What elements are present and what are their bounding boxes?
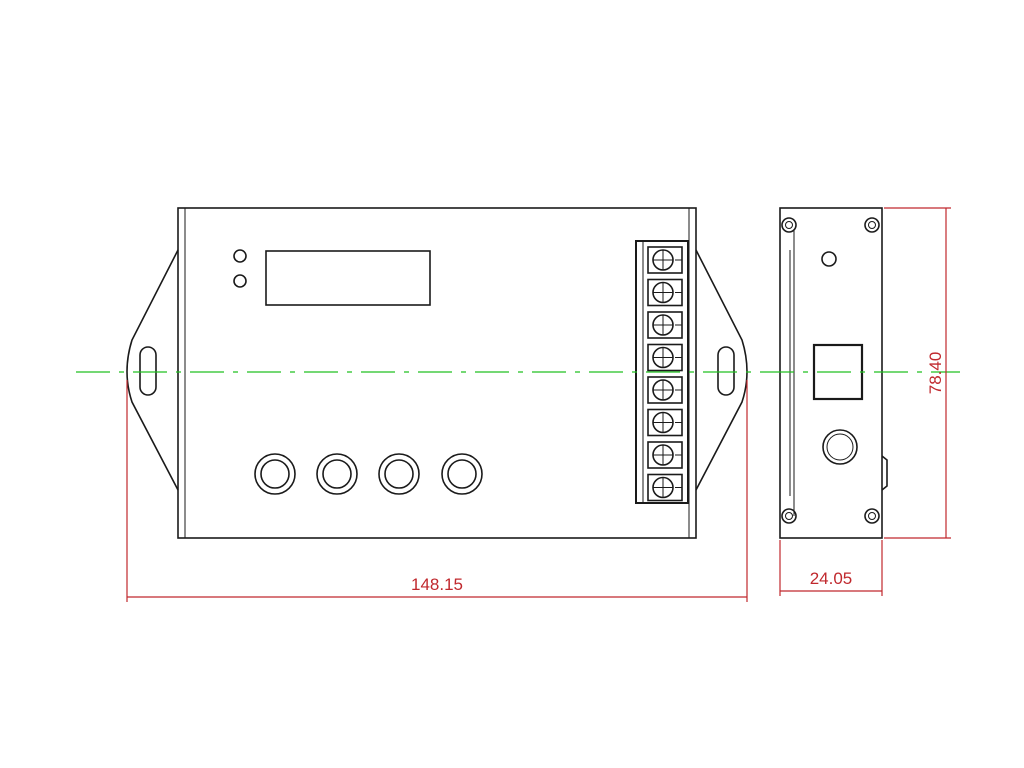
left-mounting-ear (126, 249, 179, 491)
right-mounting-ear (695, 249, 748, 491)
height-dimension-label: 78.40 (926, 352, 945, 395)
terminal-screw-1 (647, 246, 683, 274)
status-led-2 (233, 274, 247, 288)
corner-screw-top-right (864, 217, 880, 233)
front-view (126, 207, 748, 539)
width-dimension-label: 148.15 (411, 575, 463, 594)
depth-dimension-label: 24.05 (810, 569, 853, 588)
front-body (177, 207, 697, 539)
terminal-screw-3 (647, 311, 683, 339)
terminal-screw-6 (647, 408, 683, 437)
button-2 (316, 453, 358, 495)
side-body (779, 207, 883, 539)
corner-screw-bottom-right (864, 508, 880, 524)
button-1 (254, 453, 296, 495)
terminal-screw-8 (647, 473, 683, 502)
terminal-screw-7 (647, 441, 683, 469)
side-connector-tab (881, 455, 888, 491)
side-view (779, 207, 888, 539)
height-dimension: 78.40 (884, 207, 951, 539)
corner-screw-top-left (781, 217, 797, 233)
control-buttons (254, 453, 483, 495)
corner-screw-bottom-left (781, 508, 797, 524)
status-led-1 (233, 249, 247, 263)
button-4 (441, 453, 483, 495)
terminal-screw-4 (647, 343, 683, 372)
depth-dimension: 24.05 (779, 540, 883, 596)
terminal-screw-2 (647, 278, 683, 307)
left-mounting-slot (139, 346, 157, 396)
button-3 (378, 453, 420, 495)
right-mounting-slot (717, 346, 735, 396)
side-round-port (822, 429, 858, 465)
terminal-block (635, 240, 689, 504)
side-small-hole (821, 251, 837, 267)
terminal-screw-5 (647, 376, 683, 404)
display-window (265, 250, 431, 306)
width-dimension: 148.15 (126, 380, 748, 602)
